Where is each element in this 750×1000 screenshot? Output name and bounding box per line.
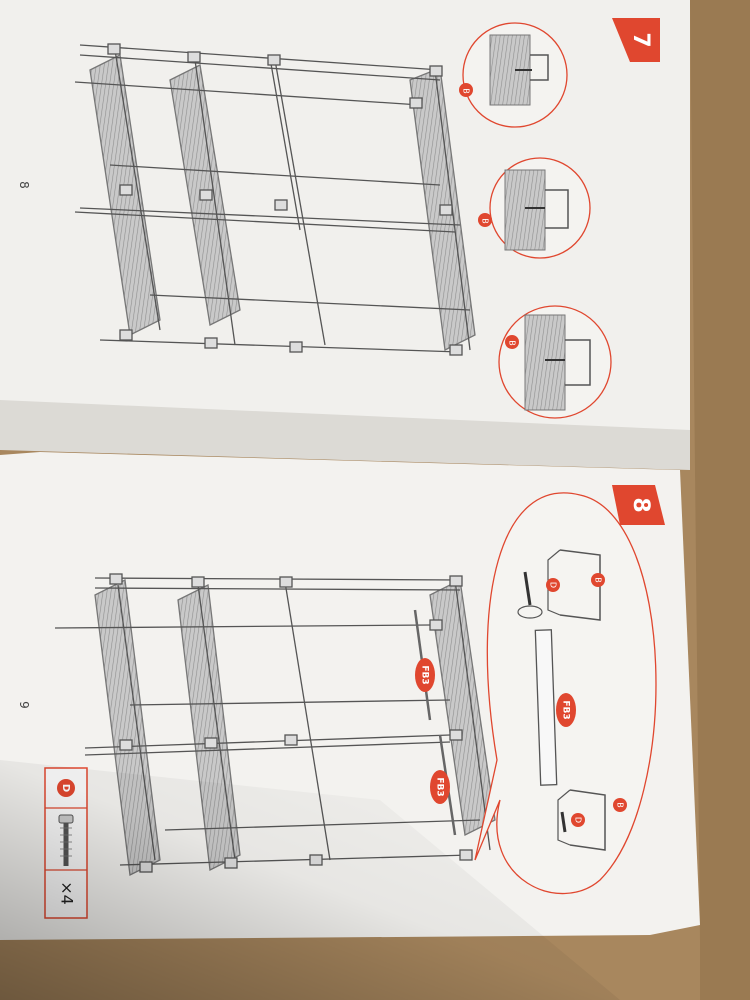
page-number: 8 bbox=[17, 181, 31, 189]
step-badge: 7 bbox=[612, 18, 660, 62]
rod-label: FB3 bbox=[415, 658, 435, 692]
callout-rod-label: FB3 bbox=[561, 700, 571, 719]
bracket-label: B bbox=[616, 802, 625, 808]
callout-label-b: B bbox=[508, 340, 517, 346]
step-number: 8 bbox=[628, 497, 653, 512]
page-number: 9 bbox=[17, 701, 31, 709]
detail-callout-2: B bbox=[478, 157, 591, 259]
step-number: 7 bbox=[628, 32, 653, 47]
callout-label-b: B bbox=[481, 218, 490, 224]
bracket-label: B bbox=[594, 577, 603, 583]
screw-label: D bbox=[549, 582, 558, 588]
rod-label: FB3 bbox=[430, 770, 450, 804]
detail-callout-3: B bbox=[498, 305, 612, 419]
screw-label: D bbox=[574, 817, 583, 823]
shelf-illustration bbox=[74, 43, 476, 356]
svg-text:FB3: FB3 bbox=[420, 665, 430, 684]
shadow bbox=[0, 760, 620, 1000]
callout-label-b: B bbox=[462, 88, 471, 94]
svg-text:FB3: FB3 bbox=[435, 777, 445, 796]
detail-callout-1: B bbox=[459, 22, 568, 128]
detail-callout: B D FB3 B D bbox=[474, 492, 657, 895]
step-badge: 8 bbox=[612, 485, 665, 525]
top-page: 7 8 bbox=[0, 0, 690, 470]
